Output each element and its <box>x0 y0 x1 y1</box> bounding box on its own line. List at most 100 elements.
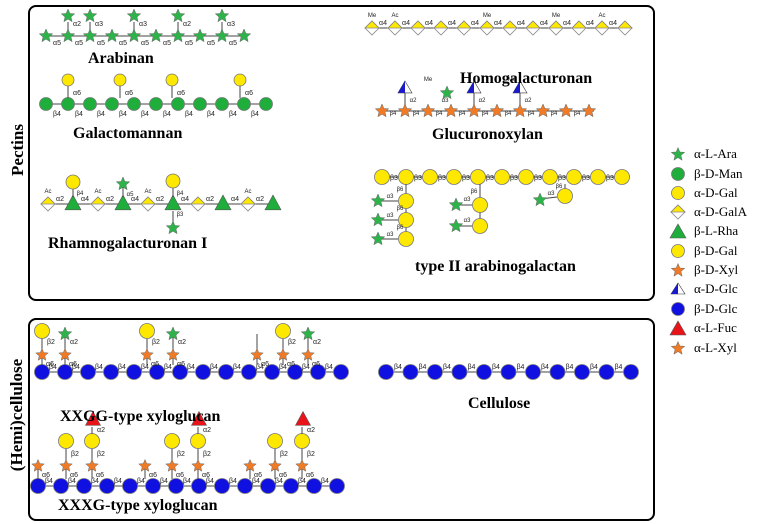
linkage-label: α5 <box>207 40 215 47</box>
xylose-star <box>276 347 290 361</box>
linkage-label: β4 <box>279 364 287 371</box>
linkage-label: α2 <box>70 339 78 346</box>
legend-item: α-L-Fuc <box>668 319 737 337</box>
linkage-label: β3 <box>486 175 494 182</box>
mannose-circle <box>83 97 97 111</box>
fucose-triangle <box>190 410 208 426</box>
legend-label: α-L-Ara <box>694 146 737 161</box>
arabinose-star <box>532 192 548 207</box>
galactose-circle <box>614 169 630 185</box>
linkage-label: β6 <box>397 225 404 231</box>
glucose-circle <box>191 478 207 494</box>
circle-icon <box>671 167 685 181</box>
linkage-label: α3 <box>95 21 103 28</box>
mannose-circle <box>61 97 75 111</box>
glucuronoxylan-title: Glucuronoxylan <box>432 126 543 143</box>
linkage-label: β4 <box>75 111 83 118</box>
linkage-label: α4 <box>540 20 548 27</box>
linkage-label: β4 <box>505 111 512 117</box>
galactose-circle <box>113 73 127 87</box>
arabinose-star <box>448 197 464 212</box>
arabinose-star <box>370 193 386 208</box>
arabinose-star <box>170 28 186 43</box>
arabinose-star <box>82 28 98 43</box>
glucose-circle <box>451 364 468 380</box>
linkage-label: β4 <box>183 478 191 485</box>
xylose-star <box>558 103 574 118</box>
galactose-circle <box>164 433 180 449</box>
rhamnose-triangle <box>264 194 282 211</box>
glucose-circle <box>306 478 322 494</box>
linkage-label: α3 <box>227 21 235 28</box>
linkage-label: β4 <box>251 111 259 118</box>
glucose-circle <box>214 478 230 494</box>
rhamnose-triangle <box>114 194 132 211</box>
arabinose-star <box>439 85 455 100</box>
linkage-label: α5 <box>141 40 149 47</box>
glucose-circle <box>168 478 184 494</box>
arabinose-star <box>165 326 181 341</box>
linkage-label: α2 <box>156 196 164 203</box>
galactose-circle <box>139 323 155 339</box>
linkage-label: α2 <box>97 427 105 434</box>
triangle-icon <box>669 320 687 336</box>
substituent-label: Ac <box>391 13 398 19</box>
galacturonic-acid-diamond-top <box>456 20 472 29</box>
legend-label: α-L-Xyl <box>694 340 737 355</box>
linkage-label: β4 <box>141 111 149 118</box>
mannose-circle <box>259 97 273 111</box>
arabinose-star <box>115 176 131 191</box>
linkage-label: β4 <box>233 364 241 371</box>
galactose-circle <box>374 169 390 185</box>
linkage-label: β4 <box>72 364 80 371</box>
arabinose-star <box>192 28 208 43</box>
mannose-circle <box>105 97 119 111</box>
linkage-label: α6 <box>69 361 77 368</box>
linkage-label: α6 <box>96 472 104 479</box>
legend-label: β-D-Glc <box>694 301 738 316</box>
linkage-label: α3 <box>464 218 471 224</box>
mannose-circle <box>237 97 251 111</box>
mannose-circle <box>39 97 53 111</box>
linkage-label: β2 <box>71 451 79 458</box>
linkage-label: β4 <box>419 364 427 371</box>
linkage-label: β2 <box>280 451 288 458</box>
linkage-label: α2 <box>410 98 417 104</box>
glucose-circle <box>264 364 280 380</box>
rhamnose-triangle <box>64 194 82 211</box>
galactose-circle <box>557 188 573 204</box>
substituent-label: Me <box>552 13 561 19</box>
xylose-star <box>466 103 482 118</box>
linkage-label: α5 <box>75 40 83 47</box>
xylose-star <box>535 103 551 118</box>
homogalacturonan-title: Homogalacturonan <box>460 70 593 87</box>
xylose-star <box>295 458 309 472</box>
linkage-label: β3 <box>414 175 422 182</box>
legend-label: β-D-Xyl <box>694 262 739 277</box>
linkage-label: α2 <box>203 427 211 434</box>
galactose-circle <box>34 323 50 339</box>
linkage-label: α2 <box>178 339 186 346</box>
substituent-label: Ac <box>94 189 101 195</box>
galactose-circle <box>566 169 582 185</box>
arabinose-star <box>370 212 386 227</box>
galacturonic-acid-diamond-top <box>571 20 587 29</box>
legend-label: α-L-Fuc <box>694 320 737 335</box>
linkage-label: α3 <box>387 194 394 200</box>
galacturonic-acid-diamond-top <box>594 20 610 29</box>
galacturonic-acid-diamond-top <box>40 196 56 205</box>
mannose-circle <box>215 97 229 111</box>
glucose-circle <box>287 364 303 380</box>
linkage-label: β4 <box>325 364 333 371</box>
galacturonic-acid-diamond-top <box>387 20 403 29</box>
substituent-label: Me <box>483 13 492 19</box>
linkage-label: α6 <box>306 472 314 479</box>
linkage-label: α6 <box>151 361 159 368</box>
arabinose-star <box>126 28 142 43</box>
galactose-circle <box>422 169 438 185</box>
linkage-label: β4 <box>566 364 574 371</box>
linkage-label: α2 <box>525 98 532 104</box>
mannose-circle <box>127 97 141 111</box>
glucuronic-acid-triangle-fill <box>398 81 405 93</box>
glucose-circle <box>172 364 188 380</box>
